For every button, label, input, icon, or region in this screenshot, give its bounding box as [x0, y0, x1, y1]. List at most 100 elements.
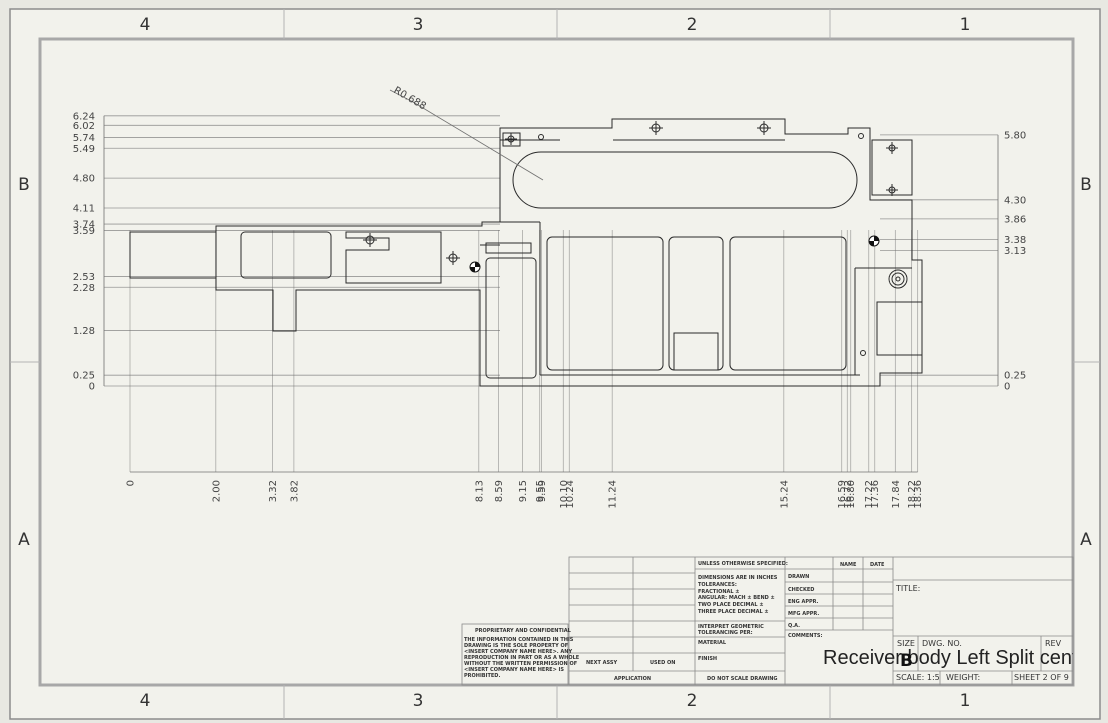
weight-label: WEIGHT: — [946, 673, 980, 682]
zone-col-bottom-3: 3 — [413, 691, 424, 711]
left-ordinate-label: 5.74 — [73, 133, 95, 144]
small-hole — [858, 133, 864, 139]
bottom-ordinate-label: 17.84 — [891, 480, 902, 509]
sheet-label: SHEET 2 OF 9 — [1014, 673, 1069, 682]
bottom-ordinate-label: 15.24 — [779, 480, 790, 509]
zone-col-top-4: 4 — [140, 15, 151, 35]
title-block-main-fields: TITLE: SIZE DWG. NO. REV SCALE: 1:5 WEIG… — [895, 584, 1069, 682]
zone-labels: 4 3 2 1 4 3 2 1 B A B A — [18, 15, 1092, 711]
right-ordinate-label: 0 — [1004, 382, 1010, 393]
bottom-ordinate-label: 16.72 — [843, 480, 854, 509]
proprietary-line-5: WITHOUT THE WRITTEN PERMISSION OF — [464, 661, 577, 667]
right-ordinate-label: 0.25 — [1004, 371, 1026, 382]
side-pocket — [485, 257, 537, 379]
left-ordinate-label: 3.59 — [73, 226, 95, 237]
checked-label: CHECKED — [788, 587, 814, 593]
three-place-tolerance: THREE PLACE DECIMAL ± — [698, 609, 769, 615]
zone-col-top-2: 2 — [687, 15, 698, 35]
proprietary-line-1: THE INFORMATION CONTAINED IN THIS — [464, 637, 574, 643]
bottom-ordinate-label: 2.00 — [211, 480, 222, 502]
bottom-ordinate-label: 9.15 — [518, 480, 529, 502]
datum-marker-icon — [469, 261, 481, 273]
left-ordinate-label: 6.24 — [73, 111, 95, 122]
rev-label: REV — [1045, 639, 1062, 648]
dimensions-note: DIMENSIONS ARE IN INCHES — [698, 575, 778, 581]
pocket-1 — [240, 231, 332, 279]
zone-col-top-3: 3 — [413, 15, 424, 35]
proprietary-line-2: DRAWING IS THE SOLE PROPERTY OF — [464, 643, 568, 649]
magwell-pocket-3 — [729, 236, 847, 371]
datum-markers — [469, 235, 880, 273]
dwg-no-label: DWG. NO. — [922, 639, 962, 648]
interpret-geometric-label: INTERPRET GEOMETRIC — [698, 624, 764, 630]
hole-features — [363, 121, 908, 356]
bottom-ordinate-label: 0 — [126, 480, 137, 486]
zone-col-bottom-1: 1 — [960, 691, 971, 711]
bottom-ordinate-label: 9.55 — [535, 480, 546, 502]
drawing-name-clip: Receiver body Left Split center — [823, 647, 1073, 669]
left-ordinate-label: 0 — [89, 382, 95, 393]
material-label: MATERIAL — [698, 640, 727, 646]
zone-col-bottom-4: 4 — [140, 691, 151, 711]
size-value: B — [900, 651, 913, 671]
title-block-frame — [461, 556, 1074, 686]
bottom-ordinate-label: 16.80 — [846, 480, 857, 509]
application-label: APPLICATION — [614, 676, 651, 682]
title-block-text: UNLESS OTHERWISE SPECIFIED: NAME DATE DI… — [464, 561, 885, 682]
bottom-ordinate-label: 17.36 — [870, 480, 881, 509]
title-label: TITLE: — [895, 584, 920, 593]
left-ordinate-label: 2.28 — [73, 283, 95, 294]
slot-r0688 — [512, 151, 858, 209]
zone-row-right-a: A — [1080, 530, 1092, 550]
bottom-ordinate-label: 16.59 — [837, 480, 848, 509]
small-hole — [860, 350, 866, 356]
next-assy-label: NEXT ASSY — [586, 660, 617, 666]
left-ordinate-label: 2.53 — [73, 272, 95, 283]
qa-label: Q.A. — [788, 623, 800, 629]
left-ordinate-label: 4.80 — [73, 174, 95, 185]
finish-label: FINISH — [698, 656, 717, 662]
proprietary-title: PROPRIETARY AND CONFIDENTIAL — [475, 628, 572, 634]
zone-row-right-b: B — [1080, 175, 1092, 195]
left-ordinate-label: 3.74 — [73, 220, 95, 231]
zone-row-left-b: B — [18, 175, 30, 195]
drawn-label: DRAWN — [788, 574, 809, 580]
right-ordinate-label: 3.86 — [1004, 214, 1026, 225]
bottom-ordinate-label: 3.32 — [268, 480, 279, 502]
zone-row-left-a: A — [18, 530, 30, 550]
unless-specified-label: UNLESS OTHERWISE SPECIFIED: — [698, 561, 788, 567]
bottom-ordinate-label: 10.10 — [559, 480, 570, 509]
proprietary-line-4: REPRODUCTION IN PART OR AS A WHOLE — [464, 655, 580, 661]
receiver-body-view — [129, 118, 923, 387]
rail-detail — [485, 242, 532, 254]
crosshair-hole — [886, 142, 898, 154]
scale-label: SCALE: 1:5 — [896, 673, 940, 682]
left-ordinate-label: 1.28 — [73, 326, 95, 337]
crosshair-hole — [757, 121, 771, 135]
bottom-ordinate-label: 9.59 — [537, 480, 548, 502]
rear-pocket — [876, 301, 923, 356]
name-column-label: NAME — [840, 562, 857, 568]
right-ordinate-label: 4.30 — [1004, 195, 1026, 206]
small-hole — [538, 134, 544, 140]
left-ordinate-label: 5.49 — [73, 144, 95, 155]
bottom-ordinate-label: 3.82 — [289, 480, 300, 502]
zone-dividers — [10, 9, 1100, 719]
left-ordinate-dimensions: 6.246.025.745.494.804.113.743.592.532.28… — [73, 111, 500, 393]
magwell-pocket-2-inner — [673, 332, 719, 371]
right-ordinate-label: 5.80 — [1004, 130, 1026, 141]
pocket-2 — [345, 231, 442, 284]
front-block — [129, 231, 217, 279]
bottom-ordinate-label: 18.36 — [913, 480, 924, 509]
fractional-tolerance: FRACTIONAL ± — [698, 589, 740, 595]
bottom-ordinate-label: 10.24 — [565, 480, 576, 509]
eng-appr-label: ENG APPR. — [788, 599, 819, 605]
right-ordinate-label: 3.38 — [1004, 235, 1026, 246]
angular-tolerance: ANGULAR: MACH ± BEND ± — [698, 595, 775, 601]
crosshair-hole — [446, 251, 460, 265]
tolerancing-per-label: TOLERANCING PER: — [698, 630, 753, 636]
used-on-label: USED ON — [650, 660, 675, 666]
tolerances-label: TOLERANCES: — [698, 582, 737, 588]
